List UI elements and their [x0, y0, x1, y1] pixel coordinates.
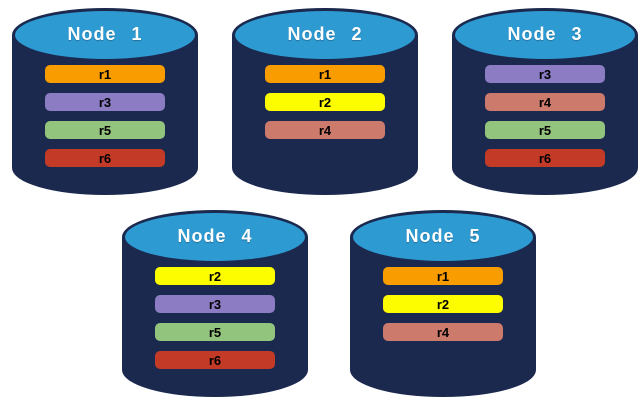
- replica-bar-r5: r5: [485, 121, 605, 139]
- node-cylinder: Node 4 r2 r3 r5 r6: [122, 210, 308, 397]
- replica-list: r1 r3 r5 r6: [12, 65, 198, 167]
- replica-bar-r2: r2: [383, 295, 503, 313]
- node-cylinder: Node 5 r1 r2 r4: [350, 210, 536, 397]
- node-cylinder: Node 2 r1 r2 r4: [232, 8, 418, 195]
- node-row-top: Node 1 r1 r3 r5 r6 Node 2 r1 r2 r4 Node 3 r3 r4 r5 r6: [12, 8, 638, 195]
- replica-bar-r4: r4: [485, 93, 605, 111]
- replica-bar-r5: r5: [45, 121, 165, 139]
- node-cylinder: Node 3 r3 r4 r5 r6: [452, 8, 638, 195]
- replica-bar-r1: r1: [383, 267, 503, 285]
- replica-list: r3 r4 r5 r6: [452, 65, 638, 167]
- node-row-bottom: Node 4 r2 r3 r5 r6 Node 5 r1 r2 r4: [122, 210, 536, 397]
- node-label: Node 1: [67, 23, 143, 44]
- node-label: Node 3: [507, 23, 583, 44]
- replica-bar-r5: r5: [155, 323, 275, 341]
- replica-list: r1 r2 r4: [232, 65, 418, 139]
- replica-bar-r3: r3: [485, 65, 605, 83]
- replica-bar-r6: r6: [155, 351, 275, 369]
- replica-bar-r4: r4: [265, 121, 385, 139]
- replica-bar-r2: r2: [155, 267, 275, 285]
- node-label: Node 4: [177, 225, 253, 246]
- cylinder-top-ellipse: Node 3: [452, 8, 638, 62]
- replica-bar-r3: r3: [45, 93, 165, 111]
- replica-bar-r2: r2: [265, 93, 385, 111]
- replica-list: r1 r2 r4: [350, 267, 536, 341]
- replica-bar-r1: r1: [265, 65, 385, 83]
- node-label: Node 2: [287, 23, 363, 44]
- node-label: Node 5: [405, 225, 481, 246]
- replica-bar-r6: r6: [45, 149, 165, 167]
- cylinder-top-ellipse: Node 1: [12, 8, 198, 62]
- replica-list: r2 r3 r5 r6: [122, 267, 308, 369]
- cylinder-top-ellipse: Node 4: [122, 210, 308, 264]
- node-cylinder: Node 1 r1 r3 r5 r6: [12, 8, 198, 195]
- cylinder-top-ellipse: Node 5: [350, 210, 536, 264]
- replica-bar-r1: r1: [45, 65, 165, 83]
- replica-bar-r4: r4: [383, 323, 503, 341]
- replica-bar-r3: r3: [155, 295, 275, 313]
- cylinder-top-ellipse: Node 2: [232, 8, 418, 62]
- replica-bar-r6: r6: [485, 149, 605, 167]
